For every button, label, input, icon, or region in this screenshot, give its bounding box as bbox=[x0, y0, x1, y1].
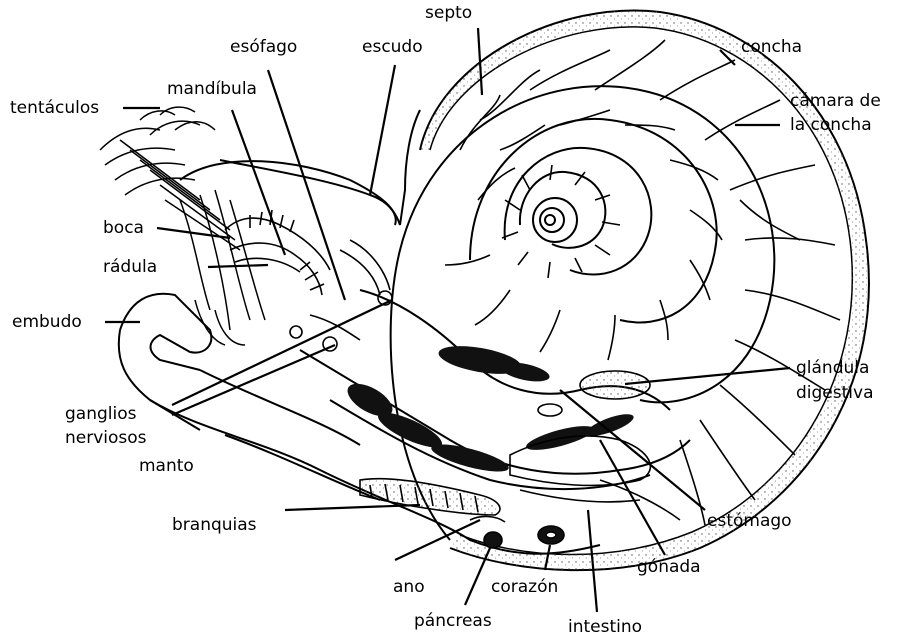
leader-gonada bbox=[600, 440, 665, 555]
leader-escudo bbox=[370, 65, 395, 195]
label-branquias: branquias bbox=[172, 515, 257, 535]
label-intestino: intestino bbox=[568, 617, 642, 637]
label-ganglios-line2: nerviosos bbox=[65, 428, 147, 448]
label-camara-line1: cámara de bbox=[790, 91, 881, 111]
label-manto: manto bbox=[139, 456, 194, 476]
pancreas-organ bbox=[484, 532, 502, 548]
label-radula: rádula bbox=[103, 257, 157, 277]
label-ano: ano bbox=[393, 577, 425, 597]
label-escudo: escudo bbox=[362, 37, 423, 57]
label-mandibula: mandíbula bbox=[167, 79, 257, 99]
label-boca: boca bbox=[103, 218, 144, 238]
label-corazon: corazón bbox=[491, 577, 558, 597]
label-esofago: esófago bbox=[230, 37, 297, 57]
leader-branquias bbox=[285, 505, 420, 510]
label-tentaculos: tentáculos bbox=[10, 98, 99, 118]
label-pancreas: páncreas bbox=[414, 611, 492, 631]
label-embudo: embudo bbox=[12, 312, 82, 332]
label-estomago: estómago bbox=[707, 511, 792, 531]
label-glandula-line2: digestiva bbox=[796, 383, 874, 403]
digestive-masses bbox=[342, 341, 636, 477]
funnel bbox=[120, 294, 211, 370]
leader-radula bbox=[208, 265, 268, 267]
gills bbox=[360, 479, 500, 515]
mouth-region bbox=[225, 210, 392, 351]
leader-ganglios-2 bbox=[172, 345, 335, 415]
label-septo: septo bbox=[425, 3, 472, 23]
label-glandula-line1: glándula bbox=[796, 358, 869, 378]
label-camara-line2: la concha bbox=[790, 115, 872, 135]
leader-boca bbox=[157, 228, 230, 238]
shell-spiral bbox=[391, 86, 775, 540]
digestive-gland bbox=[580, 371, 650, 399]
label-concha: concha bbox=[741, 37, 802, 57]
label-gonada: gónada bbox=[637, 557, 701, 577]
leader-glandula bbox=[625, 368, 790, 384]
label-ganglios-line1: ganglios bbox=[65, 404, 136, 424]
